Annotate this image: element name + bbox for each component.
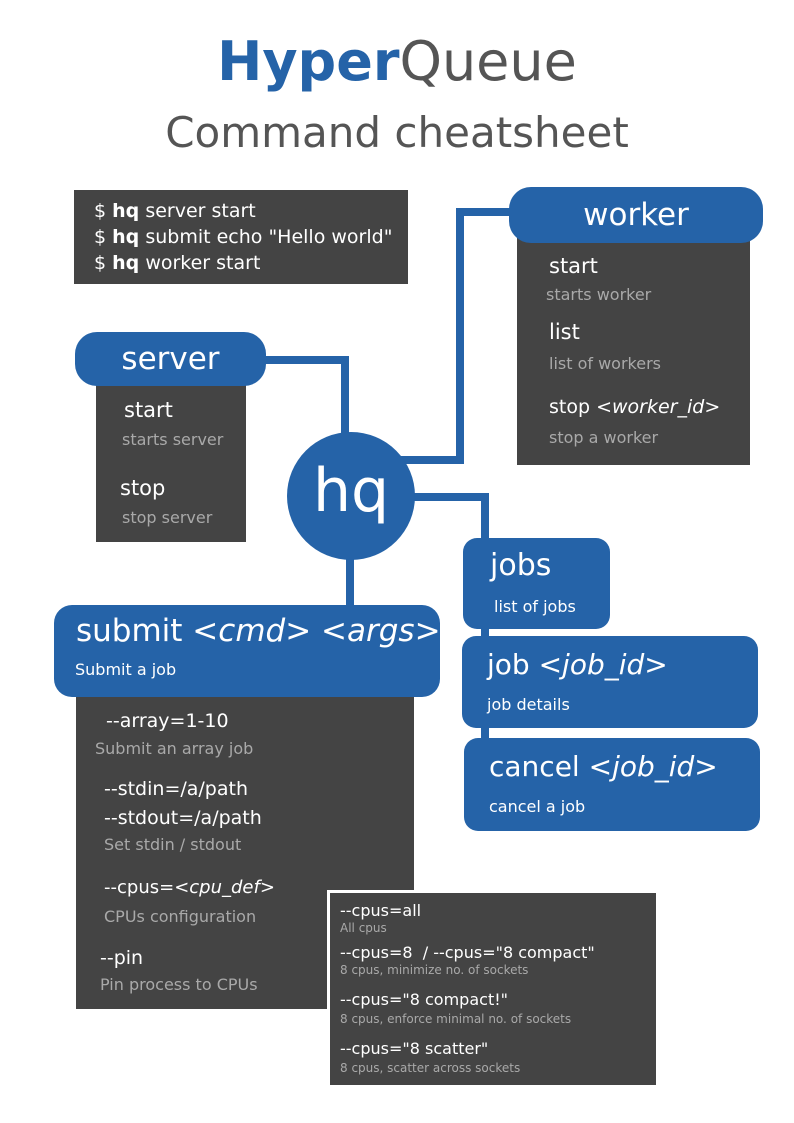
jobs-desc: list of jobs	[494, 597, 576, 616]
server-stop-desc: stop server	[122, 508, 213, 527]
option-stdio-desc: Set stdin / stdout	[104, 835, 242, 854]
cpus-all-desc: All cpus	[340, 921, 387, 935]
cpus-compact-flag: --cpus=8 / --cpus="8 compact"	[340, 943, 595, 962]
option-cpus-flag: --cpus=<cpu_def>	[104, 877, 275, 898]
cpus-scatter-desc: 8 cpus, scatter across sockets	[340, 1061, 521, 1075]
cpus-options-panel: --cpus=all All cpus --cpus=8 / --cpus="8…	[327, 890, 659, 1088]
submit-cmd: submit <cmd> <args>	[76, 613, 441, 649]
quickstart-line: $ hq server start	[94, 200, 256, 222]
job-detail-desc: job details	[487, 695, 570, 714]
worker-start-cmd: start	[549, 254, 598, 278]
job-cancel-box: cancel <job_id> cancel a job	[464, 738, 760, 831]
worker-list-cmd: list	[549, 320, 580, 344]
submit-desc: Submit a job	[75, 660, 177, 679]
worker-list-desc: list of workers	[549, 354, 661, 373]
server-start-desc: starts server	[122, 430, 224, 449]
jobs-list-box: jobs list of jobs	[463, 538, 610, 629]
cpus-strict-flag: --cpus="8 compact!"	[340, 990, 508, 1009]
job-detail-cmd: job <job_id>	[487, 648, 668, 681]
option-pin-desc: Pin process to CPUs	[100, 975, 258, 994]
quickstart-panel: $ hq server start $ hq submit echo "Hell…	[74, 190, 408, 284]
cpus-scatter-flag: --cpus="8 scatter"	[340, 1039, 489, 1058]
app-title: HyperQueue	[217, 30, 577, 93]
server-stop-cmd: stop	[120, 476, 166, 500]
job-cancel-cmd: cancel <job_id>	[489, 750, 718, 783]
worker-header: worker	[509, 187, 763, 243]
option-cpus-desc: CPUs configuration	[104, 907, 257, 926]
job-cancel-desc: cancel a job	[489, 797, 586, 816]
worker-panel: start starts worker list list of workers…	[517, 228, 750, 465]
job-detail-box: job <job_id> job details	[462, 636, 758, 728]
server-header: server	[75, 332, 266, 386]
quickstart-line: $ hq submit echo "Hello world"	[94, 226, 393, 248]
submit-options-panel: --array=1-10 Submit an array job --stdin…	[76, 692, 414, 1009]
option-stdin-flag: --stdin=/a/path	[104, 778, 249, 800]
option-stdout-flag: --stdout=/a/path	[104, 807, 262, 829]
server-start-cmd: start	[124, 398, 173, 422]
server-panel: start starts server stop stop server	[96, 368, 246, 542]
cpus-strict-desc: 8 cpus, enforce minimal no. of sockets	[340, 1012, 572, 1026]
quickstart-line: $ hq worker start	[94, 252, 261, 274]
hq-hub: hq	[287, 432, 415, 560]
cpus-compact-desc: 8 cpus, minimize no. of sockets	[340, 963, 529, 977]
worker-start-desc: starts worker	[546, 285, 652, 304]
option-array-flag: --array=1-10	[106, 710, 229, 732]
option-array-desc: Submit an array job	[95, 739, 254, 758]
page-subtitle: Command cheatsheet	[165, 108, 629, 157]
jobs-cmd: jobs	[490, 548, 552, 583]
option-pin-flag: --pin	[100, 947, 144, 969]
worker-stop-cmd: stop <worker_id>	[549, 396, 721, 418]
worker-stop-desc: stop a worker	[549, 428, 659, 447]
submit-header: submit <cmd> <args> Submit a job	[54, 605, 441, 697]
cpus-all-flag: --cpus=all	[340, 901, 422, 920]
